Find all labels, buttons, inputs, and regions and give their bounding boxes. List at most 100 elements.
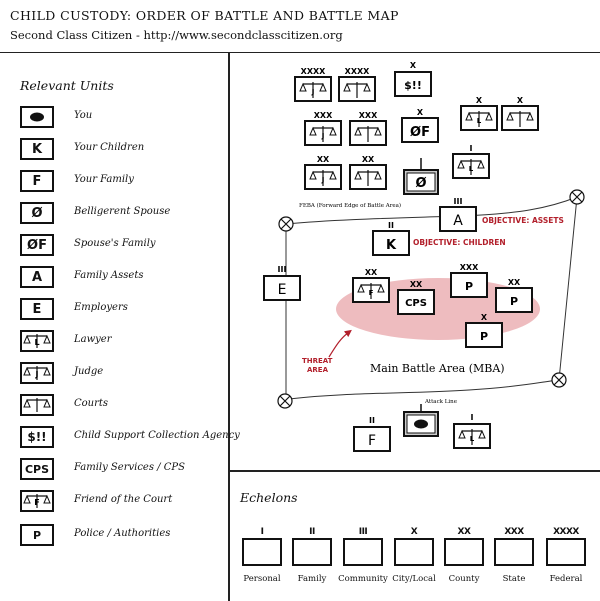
state-police-unit: XXX P (450, 263, 488, 298)
legend-label: Family Services / CPS (74, 462, 185, 473)
state-courts-unit: XXX (349, 111, 387, 146)
svg-text:L: L (34, 338, 39, 347)
legend-item-you: You (20, 106, 220, 130)
threat-area-label: THREAT (302, 357, 333, 365)
svg-text:XX: XX (362, 155, 375, 164)
svg-text:J: J (35, 370, 39, 379)
svg-text:III: III (454, 197, 463, 206)
legend-label: Employers (74, 302, 128, 313)
echelon-county: XX County (438, 526, 490, 584)
svg-text:II: II (388, 221, 394, 230)
employers-icon: E (20, 298, 54, 320)
legend-panel (0, 52, 229, 601)
svg-text:L: L (477, 117, 482, 125)
echelon-family: II Family (286, 526, 338, 584)
svg-text:CPS: CPS (405, 298, 427, 309)
family-assets-unit: III A (439, 197, 477, 232)
echelon-city-local: X City/Local (388, 526, 440, 584)
echelon-label: Community (338, 574, 388, 584)
echelon-community: III Community (337, 526, 389, 584)
children-icon: K (20, 138, 54, 160)
svg-text:XX: XX (508, 278, 521, 287)
city-lawyer-unit: X L (460, 96, 498, 131)
family-icon: F (20, 170, 54, 192)
svg-text:I: I (470, 144, 473, 153)
svg-text:ØF: ØF (410, 125, 430, 140)
city-courts-unit: X (501, 96, 539, 131)
echelon-box (546, 538, 586, 566)
lawyer-icon: L (20, 330, 54, 352)
echelon-personal: I Personal (236, 526, 288, 584)
svg-text:XX: XX (410, 280, 423, 289)
legend-label: Spouse's Family (74, 238, 156, 249)
legend-item-friend-of-court: F Friend of the Court (20, 490, 220, 514)
legend-item-lawyer: L Lawyer (20, 330, 220, 354)
svg-text:L: L (469, 165, 474, 173)
waypoint-marker (551, 372, 567, 388)
your-lawyer-unit: I L (453, 413, 491, 449)
svg-text:P: P (510, 295, 518, 308)
svg-text:X: X (481, 313, 488, 322)
police-icon: P (20, 524, 54, 546)
legend-label: Courts (74, 398, 109, 409)
svg-text:XXX: XXX (314, 111, 333, 120)
legend-label: Friend of the Court (74, 494, 173, 505)
svg-text:I: I (471, 413, 474, 422)
page-subtitle: Second Class Citizen - http://www.second… (10, 28, 343, 42)
echelons-panel (229, 470, 600, 601)
svg-text:X: X (417, 108, 424, 117)
echelon-mark: I (260, 527, 264, 537)
echelon-label: City/Local (392, 574, 436, 584)
mba-label: Main Battle Area (MBA) (370, 362, 505, 375)
spouse-unit: Ø (403, 158, 439, 195)
spouse-icon: Ø (20, 202, 54, 224)
cps-unit: XX CPS (397, 280, 435, 315)
legend-item-cps: CPS Family Services / CPS (20, 458, 220, 482)
svg-text:F: F (369, 289, 374, 297)
echelon-mark: III (358, 527, 368, 537)
cps-icon: CPS (20, 458, 54, 480)
legend-label: Your Children (74, 142, 145, 153)
svg-text:X: X (476, 96, 483, 105)
svg-text:E: E (278, 282, 287, 298)
legend-label: Judge (74, 366, 104, 377)
echelon-box (242, 538, 282, 566)
federal-courts-unit: XXXX (338, 67, 376, 102)
friend-of-court-icon: F (20, 490, 54, 512)
your-family-unit: II F (353, 416, 391, 452)
echelon-mark: II (309, 527, 315, 537)
svg-text:$!!: $!! (404, 79, 422, 92)
legend-label: Belligerent Spouse (74, 206, 171, 217)
svg-text:F: F (368, 433, 376, 449)
friend-of-court-unit: XX F (352, 268, 390, 303)
svg-text:XXX: XXX (359, 111, 378, 120)
echelon-box (394, 538, 434, 566)
children-unit: II K (372, 221, 410, 256)
svg-text:J: J (321, 132, 325, 140)
legend-label: Lawyer (74, 334, 112, 345)
county-courts-unit: XX (349, 155, 387, 190)
svg-text:F: F (34, 498, 39, 507)
echelon-box (292, 538, 332, 566)
svg-text:Ø: Ø (415, 176, 426, 191)
legend-item-spouse: Ø Belligerent Spouse (20, 202, 220, 226)
echelon-federal: XXXX Federal (540, 526, 592, 584)
threat-arrow (328, 329, 352, 358)
echelon-box (343, 538, 383, 566)
echelon-mark: X (410, 527, 418, 537)
legend-item-police: P Police / Authorities (20, 524, 220, 548)
svg-text:K: K (386, 238, 397, 253)
judge-icon: J (20, 362, 54, 384)
legend-item-employers: E Employers (20, 298, 220, 322)
lawyer-unit: I L (452, 144, 490, 179)
state-judge-unit: XXX J (304, 111, 342, 146)
echelon-label: State (502, 574, 526, 584)
spouse-family-icon: ØF (20, 234, 54, 256)
legend-label: Child Support Collection Agency (74, 430, 240, 441)
echelon-box (494, 538, 534, 566)
waypoint-marker (277, 393, 293, 409)
objective-assets-label: OBJECTIVE: ASSETS (482, 216, 564, 225)
echelon-label: Family (297, 574, 327, 584)
city-police-unit: X P (465, 313, 503, 348)
svg-text:XXXX: XXXX (301, 67, 327, 76)
